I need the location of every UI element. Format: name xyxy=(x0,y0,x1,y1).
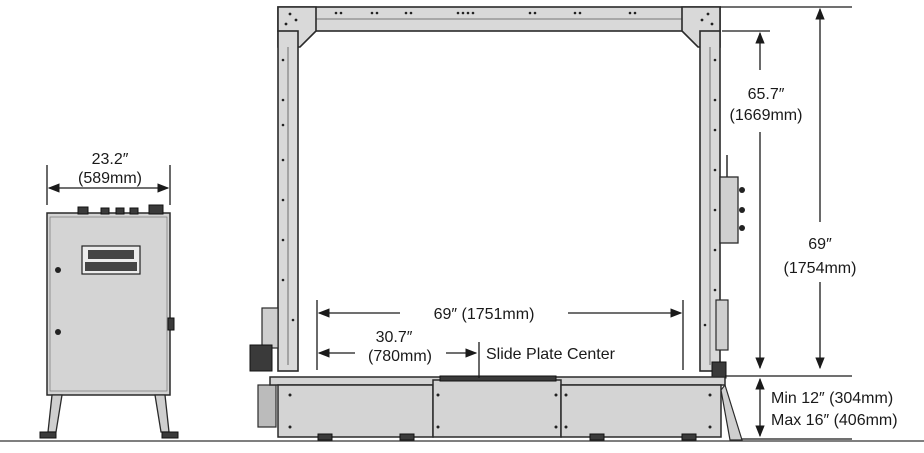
base-max-label: Max 16″ (406mm) xyxy=(771,412,898,429)
slide-bed xyxy=(269,375,726,441)
control-box xyxy=(39,204,179,439)
base-leg xyxy=(720,383,743,441)
upper-height-mm: (1669mm) xyxy=(730,107,803,124)
box-width-mm: (589mm) xyxy=(78,170,142,187)
logo-plate xyxy=(81,245,141,275)
machine-frame xyxy=(249,6,745,428)
post-holes xyxy=(281,58,717,327)
center-offset-mm: (780mm) xyxy=(368,348,432,365)
slide-plate-label: Slide Plate Center xyxy=(486,346,616,363)
overall-width-label: 69″ (1751mm) xyxy=(434,306,535,323)
top-beam-holes xyxy=(284,11,714,26)
left-motor xyxy=(249,307,279,428)
total-height-mm: (1754mm) xyxy=(784,260,857,277)
center-offset-in: 30.7″ xyxy=(376,329,413,346)
base-min-label: Min 12″ (304mm) xyxy=(771,390,893,407)
total-height-in: 69″ xyxy=(808,236,832,253)
pendant-box xyxy=(719,155,745,244)
box-width-in: 23.2″ xyxy=(92,151,129,168)
upper-height-in: 65.7″ xyxy=(748,86,785,103)
right-motor xyxy=(711,299,729,379)
